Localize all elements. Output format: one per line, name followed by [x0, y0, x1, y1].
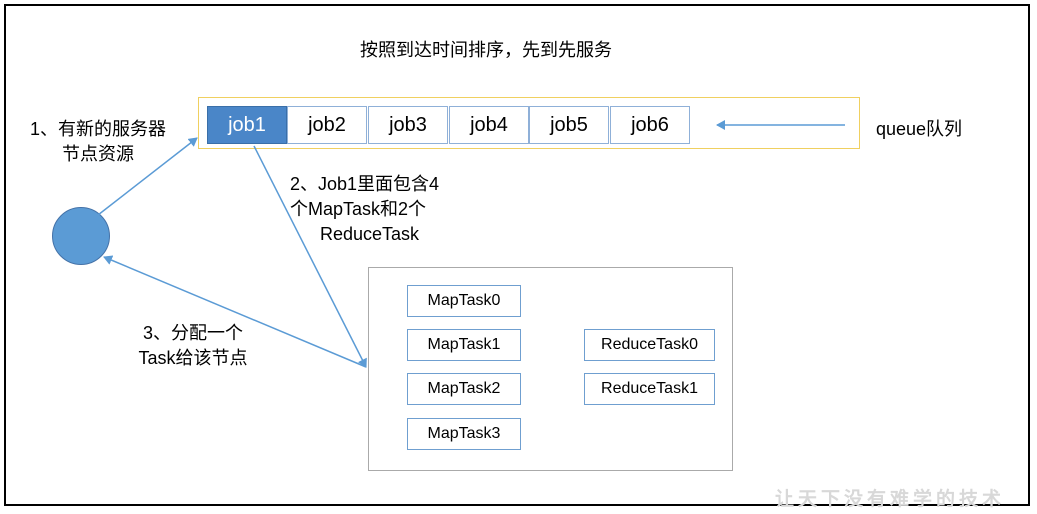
job-4: job4	[449, 106, 529, 144]
map-task-3: MapTask3	[407, 418, 521, 450]
job-2: job2	[287, 106, 367, 144]
queue-label: queue队列	[876, 119, 963, 139]
map-task-0: MapTask0	[407, 285, 521, 317]
diagram-frame	[4, 4, 1030, 506]
step-1-label: 1、有新的服务器 节点资源	[18, 117, 178, 167]
server-node	[52, 207, 110, 265]
reduce-task-0: ReduceTask0	[584, 329, 715, 361]
job-3: job3	[368, 106, 448, 144]
job-5: job5	[529, 106, 609, 144]
job-queue	[198, 97, 860, 149]
step-3-line-2: Task给该节点	[138, 348, 248, 368]
job-6: job6	[610, 106, 690, 144]
job-1: job1	[207, 106, 287, 144]
node-to-job1-arrow	[97, 137, 198, 216]
step-3-line-1: 3、分配一个	[142, 323, 243, 343]
diagram-title: 按照到达时间排序，先到先服务	[360, 40, 612, 60]
step-2-line-1: 2、Job1里面包含4	[290, 174, 440, 194]
reduce-task-1: ReduceTask1	[584, 373, 715, 405]
step-2-line-3: ReduceTask	[320, 224, 420, 244]
task-container	[368, 267, 733, 471]
job1-to-tasks-arrow	[253, 145, 367, 368]
watermark: 让天下没有难学的技术	[775, 488, 1006, 510]
map-task-2: MapTask2	[407, 373, 521, 405]
map-task-1: MapTask1	[407, 329, 521, 361]
step-2-label: 2、Job1里面包含4 个MapTask和2个 ReduceTask	[290, 172, 490, 247]
step-1-line-1: 1、有新的服务器	[29, 119, 166, 139]
step-2-line-2: 个MapTask和2个	[290, 199, 427, 219]
step-3-label: 3、分配一个 Task给该节点	[118, 321, 268, 371]
step-1-line-2: 节点资源	[62, 144, 134, 164]
tasks-to-node-arrow	[103, 255, 367, 368]
